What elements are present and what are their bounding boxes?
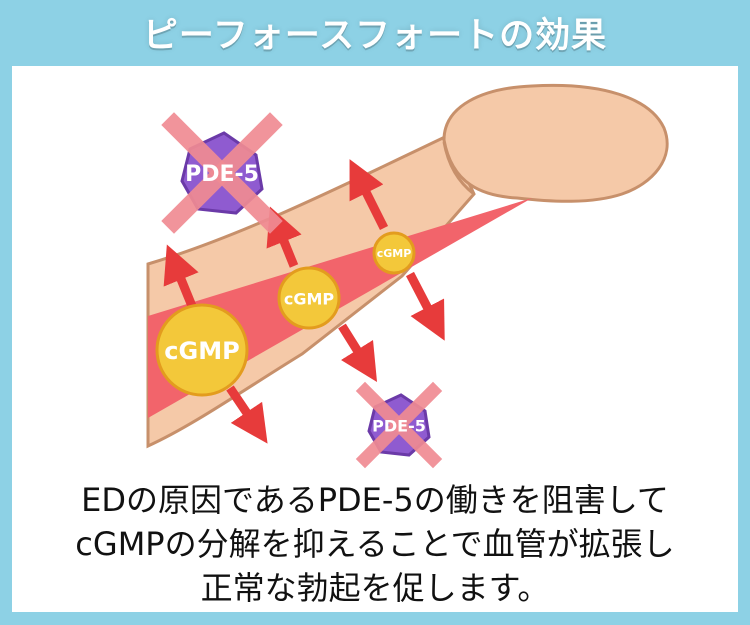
cgmp-small-label: cGMP (377, 247, 412, 260)
pde5-bottom-badge: PDE-5 (355, 381, 443, 469)
page-title: ピーフォースフォートの効果 (142, 15, 608, 56)
description-caption: EDの原因であるPDE-5の働きを阻害して cGMPの分解を抑えることで血管が拡… (12, 478, 738, 610)
caption-line-2: cGMPの分解を抑えることで血管が拡張し (75, 525, 675, 563)
header-bar: ピーフォースフォートの効果 (0, 0, 750, 64)
arrow-cgmp-small-up (349, 159, 389, 231)
corona-line (442, 141, 475, 196)
arrow-cgmp-medium-down (338, 323, 378, 383)
cgmp-small-circle (372, 231, 416, 275)
effect-diagram: cGMP cGMP cGMP PDE-5 PDE-5 (146, 83, 669, 469)
pde5-top-badge: PDE-5 (161, 112, 283, 234)
arrow-cgmp-large-down (226, 385, 268, 444)
caption-line-3: 正常な勃起を促します。 (200, 569, 550, 607)
content-panel: cGMP cGMP cGMP PDE-5 PDE-5 EDの原因であるPDE-5… (12, 66, 738, 612)
caption-line-1: EDの原因であるPDE-5の働きを阻害して (81, 481, 669, 519)
pde5-bottom-label: PDE-5 (372, 417, 426, 436)
arrow-cgmp-large-up (163, 244, 199, 313)
cgmp-large-circle (155, 303, 249, 397)
glans-illustration (442, 83, 669, 203)
cgmp-medium-circle (277, 266, 341, 330)
cgmp-large-label: cGMP (164, 337, 239, 365)
arrow-cgmp-small-down (406, 271, 445, 341)
pde5-top-label: PDE-5 (185, 162, 259, 187)
cgmp-medium-label: cGMP (284, 290, 335, 309)
arrow-cgmp-medium-up (266, 206, 302, 268)
